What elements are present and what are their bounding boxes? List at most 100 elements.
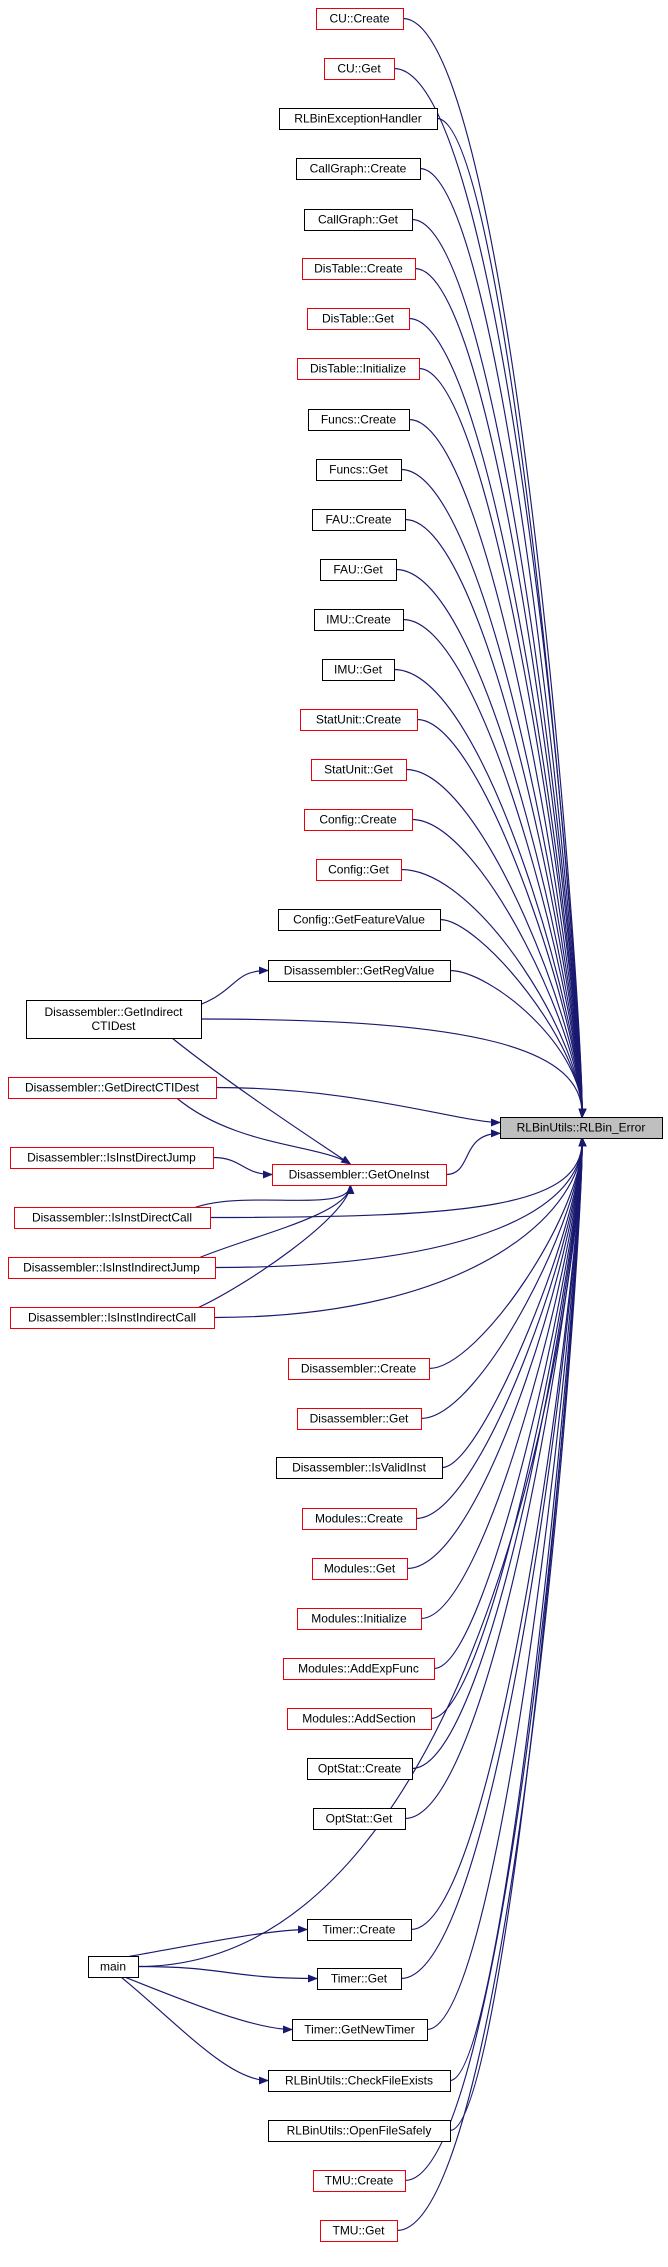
node-box[interactable]	[276, 1457, 443, 1479]
node-box[interactable]	[272, 1164, 447, 1186]
node-box[interactable]	[288, 1358, 430, 1380]
node-statunit-create[interactable]: StatUnit::Create	[300, 709, 418, 731]
node-box[interactable]	[278, 909, 441, 931]
node-fau-create[interactable]: FAU::Create	[312, 509, 406, 531]
node-timer-get[interactable]: Timer::Get	[317, 1968, 402, 1990]
node-box[interactable]	[88, 1956, 139, 1978]
node-disassembler-isinstdirectjump[interactable]: Disassembler::IsInstDirectJump	[10, 1147, 214, 1169]
node-modules-get[interactable]: Modules::Get	[312, 1558, 408, 1580]
node-statunit-get[interactable]: StatUnit::Get	[311, 759, 407, 781]
node-box[interactable]	[312, 1558, 408, 1580]
node-box[interactable]	[300, 709, 418, 731]
node-distable-create[interactable]: DisTable::Create	[302, 258, 416, 280]
node-box[interactable]	[8, 1257, 216, 1279]
node-rlbinutils-checkfileexists[interactable]: RLBinUtils::CheckFileExists	[268, 2070, 451, 2092]
node-box[interactable]	[292, 2019, 428, 2041]
node-box[interactable]	[268, 960, 451, 982]
node-disassembler-create[interactable]: Disassembler::Create	[288, 1358, 430, 1380]
node-box[interactable]	[297, 1408, 422, 1430]
node-box[interactable]	[297, 1608, 422, 1630]
edge-n31-to-target	[406, 1136, 587, 1570]
node-box[interactable]	[314, 609, 404, 631]
node-disassembler-isinstdirectcall[interactable]: Disassembler::IsInstDirectCall	[14, 1207, 211, 1229]
node-box[interactable]	[302, 258, 416, 280]
node-box[interactable]	[283, 1658, 435, 1680]
node-callgraph-create[interactable]: CallGraph::Create	[296, 158, 421, 180]
node-config-getfeaturevalue[interactable]: Config::GetFeatureValue	[278, 909, 441, 931]
node-box[interactable]	[316, 859, 402, 881]
node-box[interactable]	[297, 358, 420, 380]
node-box[interactable]	[312, 509, 406, 531]
node-tmu-create[interactable]: TMU::Create	[313, 2170, 406, 2192]
node-box[interactable]	[307, 1758, 413, 1780]
edge-n21-to-target	[215, 1086, 501, 1127]
node-box[interactable]	[14, 1207, 211, 1229]
node-box[interactable]	[279, 108, 438, 130]
node-box[interactable]	[304, 209, 413, 231]
node-box[interactable]	[287, 1708, 432, 1730]
node-imu-get[interactable]: IMU::Get	[322, 659, 395, 681]
node-funcs-get[interactable]: Funcs::Get	[316, 459, 402, 481]
node-rlbinutils-openfilesafely[interactable]: RLBinUtils::OpenFileSafely	[268, 2120, 451, 2142]
node-box[interactable]	[307, 308, 410, 330]
node-modules-addexpfunc[interactable]: Modules::AddExpFunc	[283, 1658, 435, 1680]
edge-n26-to-target	[213, 1136, 587, 1319]
node-disassembler-getregvalue[interactable]: Disassembler::GetRegValue	[268, 960, 451, 982]
nodes-layer: CU::CreateCU::GetRLBinExceptionHandlerCa…	[8, 8, 663, 2242]
node-funcs-create[interactable]: Funcs::Create	[308, 409, 410, 431]
node-disassembler-isvalidinst[interactable]: Disassembler::IsValidInst	[276, 1457, 443, 1479]
edge-n44-to-target	[396, 1136, 587, 2232]
node-distable-initialize[interactable]: DisTable::Initialize	[297, 358, 420, 380]
node-box[interactable]	[322, 659, 395, 681]
node-box[interactable]	[313, 2170, 406, 2192]
node-box[interactable]	[304, 809, 413, 831]
node-optstat-get[interactable]: OptStat::Get	[313, 1808, 406, 1830]
node-box[interactable]	[320, 2220, 398, 2242]
node-box[interactable]	[316, 459, 402, 481]
node-optstat-create[interactable]: OptStat::Create	[307, 1758, 413, 1780]
node-cu-get[interactable]: CU::Get	[324, 58, 395, 80]
node-box[interactable]	[268, 2120, 451, 2142]
node-box[interactable]	[296, 158, 421, 180]
target-node-rlbinutils-rlbin-error[interactable]: RLBinUtils::RLBin_Error	[500, 1117, 663, 1139]
node-box[interactable]	[313, 1808, 406, 1830]
node-box[interactable]	[10, 1307, 215, 1329]
node-box[interactable]	[320, 559, 397, 581]
node-callgraph-get[interactable]: CallGraph::Get	[304, 209, 413, 231]
node-box[interactable]	[500, 1117, 663, 1139]
node-box[interactable]	[8, 1077, 217, 1099]
node-config-create[interactable]: Config::Create	[304, 809, 413, 831]
node-cu-create[interactable]: CU::Create	[316, 8, 404, 30]
node-disassembler-isinstindirectjump[interactable]: Disassembler::IsInstIndirectJump	[8, 1257, 216, 1279]
edge-n19-to-target	[449, 969, 587, 1119]
node-box[interactable]	[10, 1147, 214, 1169]
node-box[interactable]	[307, 1919, 412, 1941]
node-config-get[interactable]: Config::Get	[316, 859, 402, 881]
node-box[interactable]	[308, 409, 410, 431]
node-box[interactable]	[268, 2070, 451, 2092]
node-disassembler-getdirectctidest[interactable]: Disassembler::GetDirectCTIDest	[8, 1077, 217, 1099]
node-fau-get[interactable]: FAU::Get	[320, 559, 397, 581]
node-modules-create[interactable]: Modules::Create	[302, 1508, 417, 1530]
edge-n10-to-target	[404, 518, 587, 1119]
node-box[interactable]	[324, 58, 395, 80]
node-box[interactable]	[317, 1968, 402, 1990]
node-timer-getnewtimer[interactable]: Timer::GetNewTimer	[292, 2019, 428, 2041]
node-main[interactable]: main	[88, 1956, 139, 1978]
node-rlbinexceptionhandler[interactable]: RLBinExceptionHandler	[279, 108, 438, 130]
node-distable-get[interactable]: DisTable::Get	[307, 308, 410, 330]
node-tmu-get[interactable]: TMU::Get	[320, 2220, 398, 2242]
node-disassembler-getoneinst[interactable]: Disassembler::GetOneInst	[272, 1164, 447, 1186]
node-disassembler-get[interactable]: Disassembler::Get	[297, 1408, 422, 1430]
node-box[interactable]	[316, 8, 404, 30]
node-timer-create[interactable]: Timer::Create	[307, 1919, 412, 1941]
node-box[interactable]	[26, 1000, 202, 1039]
node-modules-addsection[interactable]: Modules::AddSection	[287, 1708, 432, 1730]
node-box[interactable]	[302, 1508, 417, 1530]
node-imu-create[interactable]: IMU::Create	[314, 609, 404, 631]
edge-n24-to-n23	[189, 1184, 355, 1211]
node-box[interactable]	[311, 759, 407, 781]
node-disassembler-isinstindirectcall[interactable]: Disassembler::IsInstIndirectCall	[10, 1307, 215, 1329]
node-modules-initialize[interactable]: Modules::Initialize	[297, 1608, 422, 1630]
